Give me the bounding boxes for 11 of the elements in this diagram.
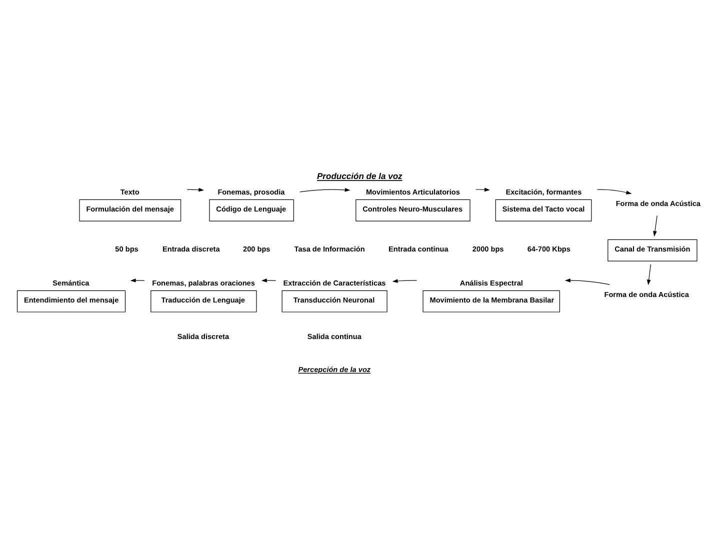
arrow: [476, 187, 490, 192]
arrow: [300, 187, 350, 192]
arrow: [646, 264, 652, 285]
arrow: [392, 278, 418, 282]
arrow: [186, 187, 204, 192]
arrow: [130, 278, 145, 282]
arrow: [653, 214, 658, 236]
arrow: [564, 278, 610, 284]
arrow: [261, 278, 276, 282]
arrow: [596, 188, 632, 194]
diagram-title: Producción de la voz: [317, 170, 402, 181]
